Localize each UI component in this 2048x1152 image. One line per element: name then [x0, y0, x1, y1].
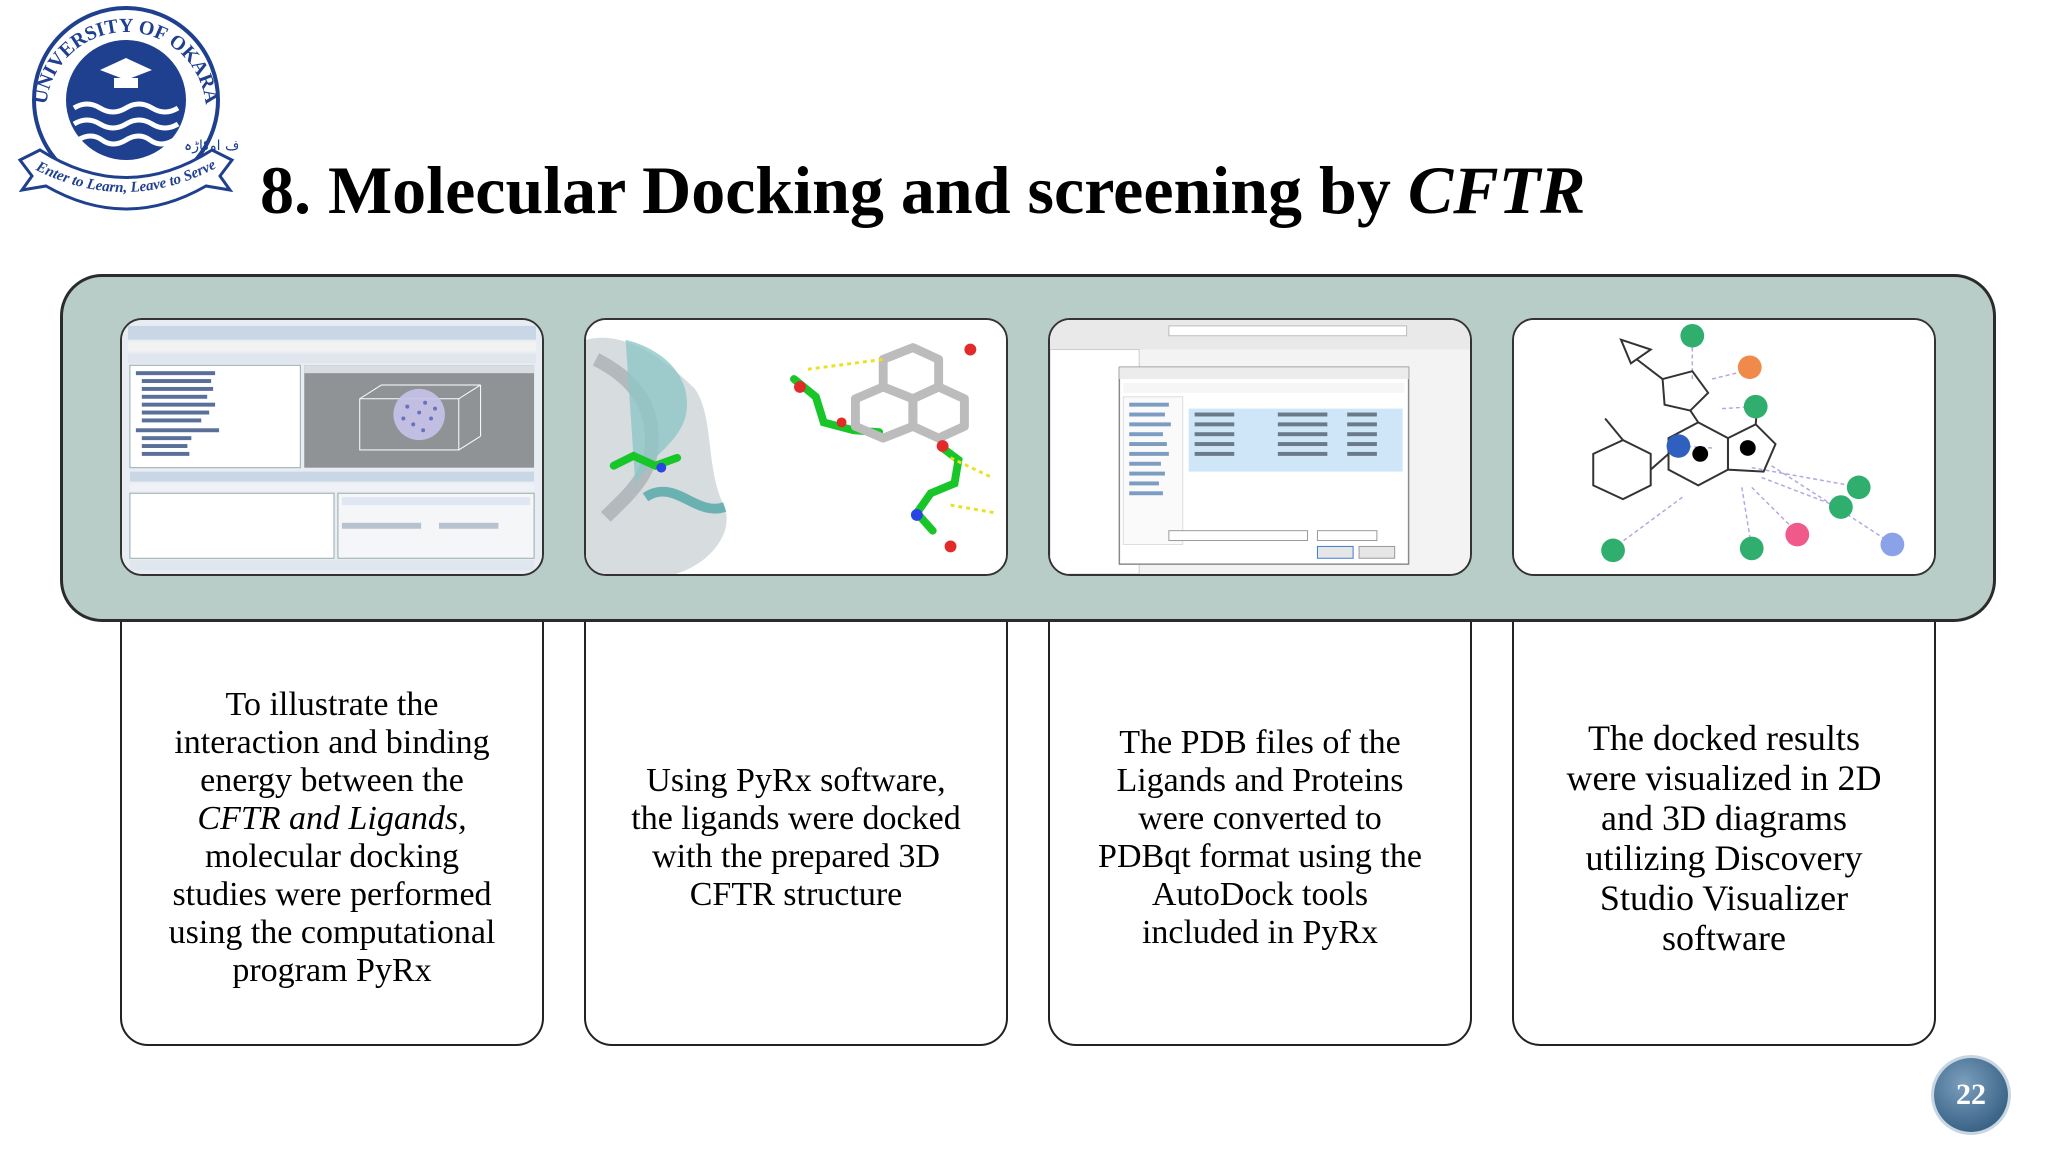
step-card-3-text: The PDB files of the Ligands and Protein… [1098, 724, 1422, 951]
page-number: 22 [1956, 1078, 1986, 1111]
step-card-2: Using PyRx software, the ligands were do… [584, 560, 1008, 1046]
university-logo: UNIVERSITY OF OKARA یونیورسٹی آف اوکاڑہ … [6, 0, 309, 215]
slide-title-emphasis: CFTR [1407, 152, 1586, 228]
step-card-1-text: To illustrate the interaction and bindin… [168, 686, 496, 989]
step-card-2-text: Using PyRx software, the ligands were do… [631, 762, 961, 913]
slide-title: 8. Molecular Docking and screening by CF… [260, 150, 1585, 230]
page-number-badge: 22 [1934, 1058, 2008, 1132]
docking-3d-structure [584, 318, 1008, 576]
interaction-2d-diagram [1512, 318, 1936, 576]
slide-title-text: 8. Molecular Docking and screening by [260, 152, 1408, 228]
step-card-1: To illustrate the interaction and bindin… [120, 560, 544, 1046]
step-card-3: The PDB files of the Ligands and Protein… [1048, 560, 1472, 1046]
step-card-4: The docked results were visualized in 2D… [1512, 560, 1936, 1046]
step-card-4-text: The docked results were visualized in 2D… [1566, 718, 1882, 958]
pdbqt-conversion-screenshot [1048, 318, 1472, 576]
pyrx-screenshot [120, 318, 544, 576]
